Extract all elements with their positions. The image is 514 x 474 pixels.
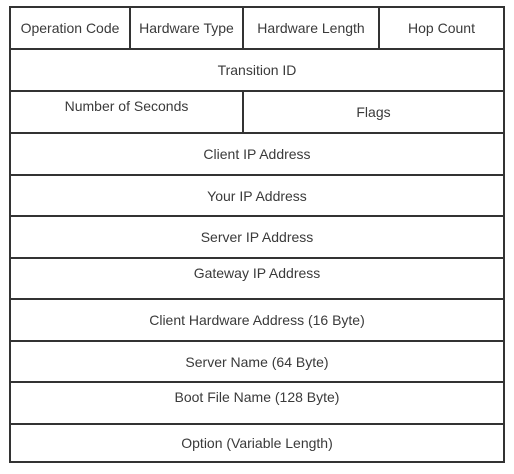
row-client-hardware-address: Client Hardware Address (16 Byte): [11, 298, 503, 340]
row-your-ip: Your IP Address: [11, 174, 503, 215]
row-seconds-flags: Number of Seconds Flags: [11, 90, 503, 132]
field-client-hardware-address: Client Hardware Address (16 Byte): [11, 300, 503, 340]
field-flags: Flags: [242, 92, 503, 132]
field-label: Client IP Address: [203, 146, 311, 162]
field-server-ip-address: Server IP Address: [11, 217, 503, 257]
row-server-name: Server Name (64 Byte): [11, 340, 503, 381]
field-label: Flags: [356, 104, 391, 120]
row-server-ip: Server IP Address: [11, 215, 503, 257]
field-label: Hop Count: [408, 20, 475, 36]
field-label: Number of Seconds: [64, 98, 189, 114]
row-gateway-ip: Gateway IP Address: [11, 257, 503, 298]
row-option: Option (Variable Length): [11, 423, 503, 461]
field-label: Transition ID: [217, 62, 297, 78]
field-gateway-ip-address: Gateway IP Address: [11, 259, 503, 298]
row-client-ip: Client IP Address: [11, 132, 503, 174]
field-operation-code: Operation Code: [11, 8, 129, 48]
field-label: Hardware Type: [139, 20, 234, 36]
field-label: Gateway IP Address: [193, 265, 321, 281]
row-boot-file-name: Boot File Name (128 Byte): [11, 381, 503, 423]
row-transition-id: Transition ID: [11, 48, 503, 90]
field-label: Hardware Length: [257, 20, 365, 36]
field-label: Client Hardware Address (16 Byte): [149, 312, 365, 328]
field-transition-id: Transition ID: [11, 50, 503, 90]
field-server-name: Server Name (64 Byte): [11, 342, 503, 381]
field-label: Your IP Address: [207, 187, 307, 204]
row-header-fields: Operation Code Hardware Type Hardware Le…: [11, 8, 503, 48]
field-your-ip-address: Your IP Address: [11, 176, 503, 215]
field-label: Option (Variable Length): [181, 435, 333, 451]
field-option: Option (Variable Length): [11, 425, 503, 461]
field-label: Server IP Address: [200, 229, 314, 245]
field-label: Boot File Name (128 Byte): [174, 389, 340, 405]
field-number-of-seconds: Number of Seconds: [11, 92, 242, 132]
packet-format-diagram: Operation Code Hardware Type Hardware Le…: [9, 6, 505, 463]
field-label: Operation Code: [20, 20, 120, 36]
field-boot-file-name: Boot File Name (128 Byte): [11, 383, 503, 423]
field-hop-count: Hop Count: [378, 8, 503, 48]
field-client-ip-address: Client IP Address: [11, 134, 503, 174]
field-hardware-type: Hardware Type: [129, 8, 242, 48]
field-hardware-length: Hardware Length: [242, 8, 378, 48]
field-label: Server Name (64 Byte): [185, 353, 329, 370]
